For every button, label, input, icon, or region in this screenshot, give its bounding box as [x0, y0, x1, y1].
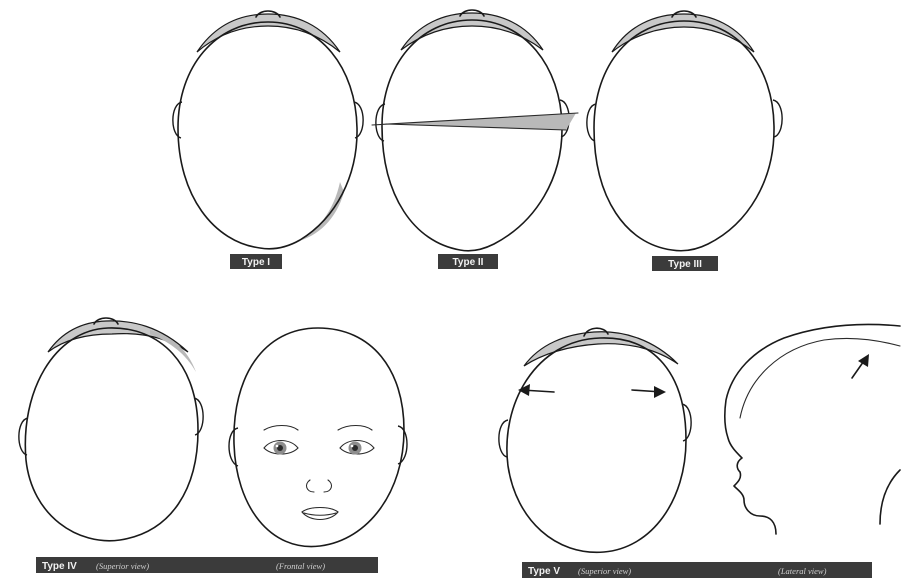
face-left-brow — [264, 426, 298, 431]
face-nose — [307, 480, 332, 492]
type-1-hair — [197, 14, 340, 52]
type-2-label: Type II — [438, 254, 498, 269]
type-5-label: Type V (Superior view) (Lateral view) — [522, 562, 872, 578]
type-1-label-text: Type I — [242, 257, 270, 268]
type-3-hair — [612, 14, 754, 52]
type-3-label: Type III — [652, 256, 718, 271]
type-5-right-arrow — [632, 386, 666, 398]
type-5-superior-head — [499, 328, 691, 552]
face-right-ear — [398, 426, 407, 464]
type-2-hair — [401, 13, 543, 50]
type-5-hair — [524, 332, 678, 366]
type-4-skull-outline — [25, 328, 198, 541]
type-4-superior-head — [19, 318, 203, 541]
face-left-eye — [264, 441, 298, 455]
type-4-flattening-shade — [150, 330, 196, 372]
type-1-flattening-shade — [296, 182, 344, 242]
face-right-eye — [340, 441, 374, 455]
type-2-label-text: Type II — [453, 257, 484, 268]
type-5-view2-text: (Lateral view) — [778, 566, 827, 576]
type-5-view1-text: (Superior view) — [578, 566, 631, 576]
face-mouth — [302, 508, 338, 520]
type-1-label: Type I — [230, 254, 282, 269]
face-outline — [234, 328, 404, 547]
type-2-head — [372, 10, 578, 251]
type-2-skull-outline — [382, 20, 562, 251]
type-4-label-text: Type IV — [42, 561, 77, 572]
profile-hairline — [740, 338, 900, 418]
type-1-head — [173, 11, 363, 249]
type-3-label-text: Type III — [668, 259, 702, 270]
type-5-vertical-arrow — [852, 354, 869, 378]
type-5-lateral-profile — [725, 325, 900, 535]
type-5-skull-outline — [507, 338, 686, 552]
profile-outline — [725, 325, 900, 535]
type-3-skull-outline — [594, 21, 774, 251]
type-3-head — [587, 11, 782, 251]
profile-back-of-head — [880, 470, 900, 524]
type-4-frontal-face — [229, 328, 407, 547]
type-4-view1-text: (Superior view) — [96, 561, 149, 571]
type-5-label-text: Type V — [528, 566, 560, 577]
type-4-label: Type IV (Superior view) (Frontal view) — [36, 557, 378, 573]
type-4-view2-text: (Frontal view) — [276, 561, 325, 571]
face-right-brow — [338, 426, 372, 431]
